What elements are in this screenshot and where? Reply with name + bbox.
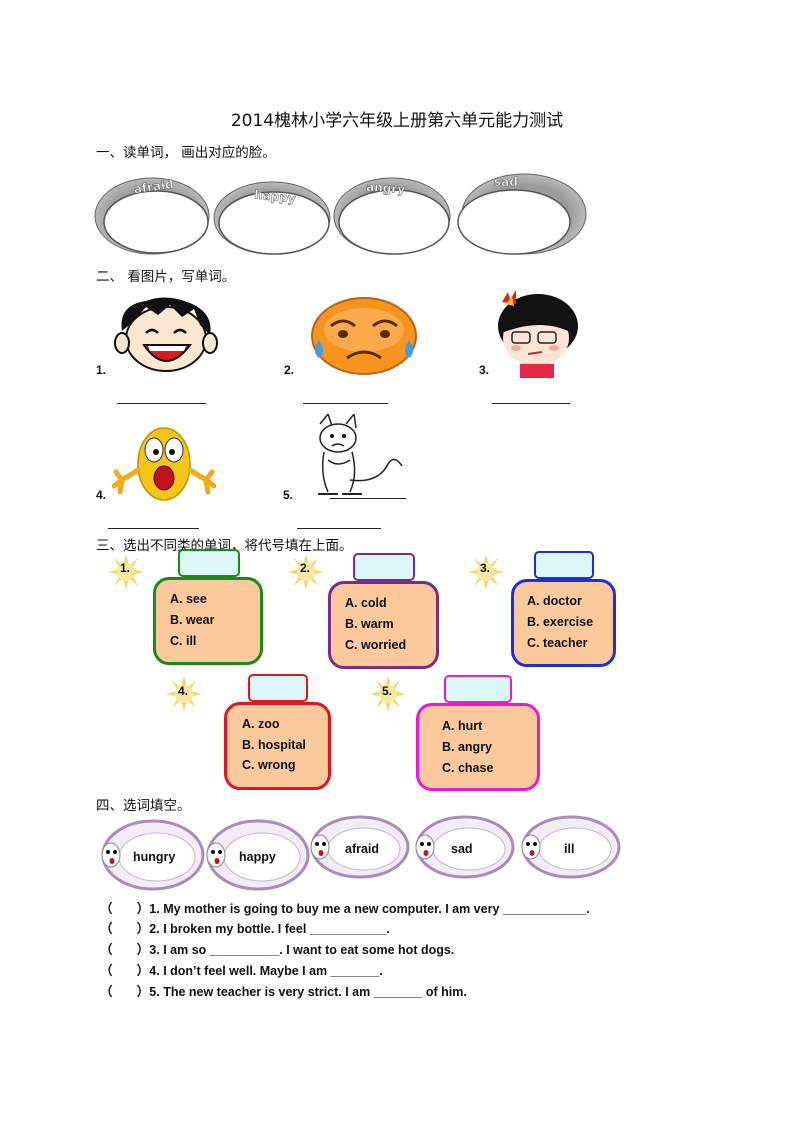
item-number: 3. [479, 363, 490, 377]
ring-afraid: afraid [94, 177, 210, 255]
word-bank [101, 815, 621, 891]
answer-box-2[interactable] [353, 553, 415, 581]
jar-2 [328, 581, 439, 669]
section2-heading: 二、 看图片，写单词。 [96, 269, 236, 285]
ring-angry: angry [333, 177, 451, 255]
answer-box-5[interactable] [444, 675, 512, 703]
word-bank-item: afraid [345, 842, 380, 856]
angry-girl-image [498, 290, 578, 378]
item-number: 4. [96, 488, 107, 502]
crying-face-image [311, 297, 417, 375]
word-bubble [206, 819, 310, 891]
jar-3 [511, 579, 616, 667]
option: B. angry [442, 740, 493, 754]
page-title: 2014槐林小学六年级上册第六单元能力测试 [230, 111, 564, 131]
ring-word: angry [366, 180, 406, 197]
word-bubble [521, 815, 621, 879]
word-bubble [101, 819, 205, 891]
option: A. cold [345, 596, 387, 610]
word-bubble [310, 815, 410, 879]
face-rings: afraid happy angry sad [94, 173, 587, 255]
option: A. doctor [527, 594, 582, 608]
word-bank-item: ill [564, 842, 575, 856]
scared-creature-image [112, 427, 216, 501]
ring-happy: happy [213, 181, 331, 255]
word-bubble [415, 815, 515, 879]
item-number: 2. [284, 363, 295, 377]
question-1: （ ）1. My mother is going to buy me a new… [100, 902, 590, 916]
answer-box-4[interactable] [248, 674, 308, 702]
laughing-face-image [114, 297, 218, 372]
question-3: （ ）3. I am so __________. I want to eat … [100, 943, 455, 957]
worried-mouse-image [318, 414, 403, 495]
question-2: （ ）2. I broken my bottle. I feel _______… [100, 922, 390, 936]
ring-word: sad [494, 175, 518, 189]
option: A. zoo [242, 717, 280, 731]
sun-icon [288, 554, 324, 590]
ring-word: happy [254, 187, 297, 205]
answer-blank[interactable] [297, 528, 381, 529]
option: A. see [170, 592, 207, 606]
question-4: （ ）4. I don’t feel well. Maybe I am ____… [100, 964, 383, 978]
jar-number: 4. [178, 684, 189, 698]
jar-number: 1. [120, 561, 131, 575]
word-bank-item: hungry [133, 850, 176, 864]
option: B. warm [345, 617, 394, 631]
option: B. hospital [242, 738, 306, 752]
sun-icon [468, 554, 504, 590]
jar-1 [153, 577, 263, 665]
jar-number: 3. [480, 561, 491, 575]
jar-number: 2. [300, 561, 311, 575]
option: C. chase [442, 761, 494, 775]
answer-blank[interactable] [492, 403, 570, 404]
option: C. worried [345, 638, 407, 652]
section3-heading: 三、选出不同类的单词，将代号填在上面。 [96, 538, 353, 554]
item-number: 1. [96, 363, 107, 377]
option: A. hurt [442, 719, 483, 733]
sun-icon [166, 676, 202, 712]
question-5: （ ）5. The new teacher is very strict. I … [100, 985, 467, 999]
option: B. wear [170, 613, 215, 627]
option: B. exercise [527, 615, 594, 629]
answer-box-1[interactable] [178, 549, 240, 577]
answer-blank[interactable] [330, 498, 406, 499]
jar-5 [416, 703, 540, 791]
jar-4 [224, 702, 331, 790]
option: C. teacher [527, 636, 588, 650]
answer-blank[interactable] [108, 528, 199, 529]
word-bank-item: sad [451, 842, 473, 856]
sun-icon [108, 554, 144, 590]
ring-word: afraid [133, 177, 175, 196]
item-number: 5. [283, 488, 294, 502]
section1-heading: 一、读单词， 画出对应的脸。 [96, 145, 276, 161]
word-bank-item: happy [239, 850, 276, 864]
option: C. ill [170, 634, 197, 648]
answer-box-3[interactable] [534, 551, 594, 579]
ring-sad: sad [457, 173, 587, 255]
answer-blank[interactable] [117, 403, 206, 404]
answer-blank[interactable] [303, 403, 388, 404]
sun-icon [370, 676, 406, 712]
section4-heading: 四、选词填空。 [96, 798, 191, 814]
jar-number: 5. [382, 684, 393, 698]
option: C. wrong [242, 758, 296, 772]
